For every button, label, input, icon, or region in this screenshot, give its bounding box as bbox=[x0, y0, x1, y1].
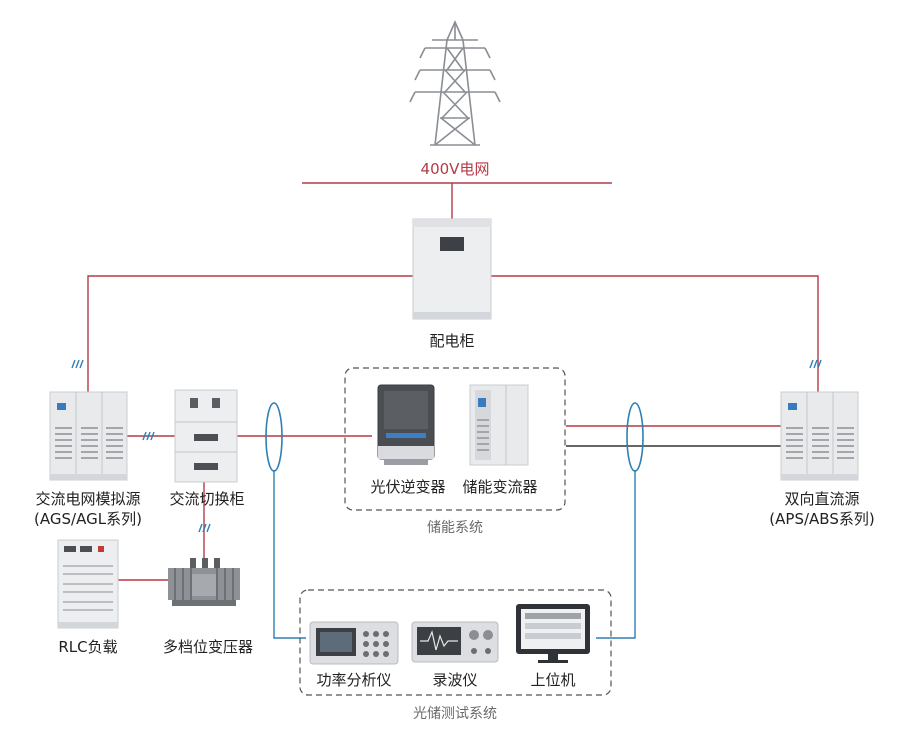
grid-wiring bbox=[87, 182, 819, 581]
test-system-label: 光储测试系统 bbox=[413, 706, 497, 722]
distribution-cabinet-label: 配电柜 bbox=[429, 332, 475, 350]
rlc-load-icon bbox=[57, 539, 119, 629]
transmission-tower-icon bbox=[409, 20, 501, 146]
ac-source-label: 交流电网模拟源 bbox=[35, 490, 141, 508]
ac-switch-label: 交流切换柜 bbox=[169, 490, 245, 508]
transformer-label: 多档位变压器 bbox=[162, 638, 253, 656]
distribution-cabinet-icon bbox=[412, 218, 492, 320]
storage-system-box bbox=[344, 367, 566, 511]
current-clamp-icon bbox=[626, 402, 644, 472]
pv-inverter-label: 光伏逆变器 bbox=[370, 478, 446, 496]
rlc-load-label: RLC负载 bbox=[58, 638, 118, 656]
transformer-icon bbox=[168, 558, 240, 606]
power-analyzer-label: 功率分析仪 bbox=[316, 671, 392, 689]
dc-source-label: 双向直流源 bbox=[784, 490, 860, 508]
three-phase-mark-icon bbox=[71, 359, 822, 533]
cabinet-icon bbox=[49, 391, 128, 481]
dc-source-series-label: (APS/ABS系列) bbox=[769, 510, 875, 528]
computer-monitor-icon bbox=[516, 604, 590, 663]
cabinet-icon bbox=[174, 389, 238, 483]
cabinet-icon bbox=[780, 391, 859, 481]
inverter-icon bbox=[377, 384, 435, 465]
signal-wiring bbox=[273, 470, 636, 639]
current-clamp-icon bbox=[265, 402, 283, 472]
cabinet-icon bbox=[469, 384, 529, 466]
grid-label: 400V电网 bbox=[420, 160, 490, 178]
oscilloscope-icon bbox=[411, 621, 499, 663]
storage-system-label: 储能系统 bbox=[427, 520, 483, 536]
power-analyzer-icon bbox=[309, 621, 399, 665]
oscilloscope-label: 录波仪 bbox=[432, 671, 478, 689]
host-pc-label: 上位机 bbox=[530, 671, 576, 689]
pcs-label: 储能变流器 bbox=[462, 478, 538, 496]
test-system-box bbox=[299, 589, 612, 696]
ac-source-series-label: (AGS/AGL系列) bbox=[34, 510, 142, 528]
